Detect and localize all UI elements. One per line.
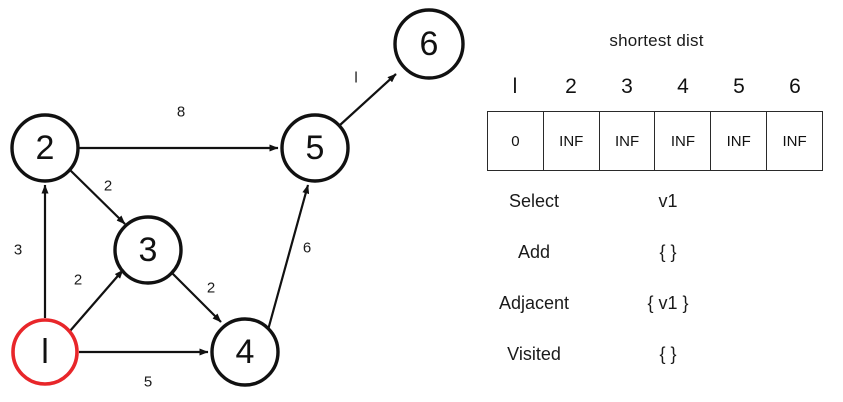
status-label: Select <box>508 191 560 211</box>
state-panel: shortest dist l 2 3 4 5 6 0 INF INF INF … <box>470 0 843 402</box>
node-circle-6[interactable] <box>393 8 465 80</box>
dist-cell: INF <box>782 132 807 150</box>
dist-cell: INF <box>544 112 600 170</box>
node-label-1: l <box>41 333 49 371</box>
edge-5-6 <box>339 73 397 126</box>
edge-weight-labels: 3 2 5 2 8 2 6 l <box>14 70 358 391</box>
graph-panel: 3 2 5 2 8 2 6 l l 2 <box>10 8 465 391</box>
node-circle-4[interactable] <box>210 317 280 387</box>
status-value: { } <box>659 242 677 262</box>
status-value: { } <box>659 344 677 364</box>
shortest-dist-title: shortest dist <box>609 31 704 50</box>
status-label: Visited <box>507 344 561 364</box>
status-value: v1 <box>658 191 678 211</box>
node-circle-3[interactable] <box>113 215 183 285</box>
dist-column-header: 2 <box>565 75 577 98</box>
status-row-visited: Visited { } <box>470 343 843 394</box>
dist-cell: INF <box>600 112 656 170</box>
shortest-dist-table: 0 INF INF INF INF INF <box>487 111 823 171</box>
node-label-3: 3 <box>139 231 158 269</box>
status-row-add: Add { } <box>470 241 843 292</box>
dist-column-header: 3 <box>621 75 633 98</box>
dist-column-header: l <box>512 75 518 98</box>
status-rows: Select v1 Add { } Adjacent { v1 } Visite… <box>470 190 843 394</box>
edge-4-5 <box>266 184 310 331</box>
node-label-6: 6 <box>420 25 439 63</box>
graph-node-6[interactable]: 6 <box>393 8 465 80</box>
node-label-2: 2 <box>36 129 55 167</box>
edge-3-4 <box>171 272 222 323</box>
status-row-adjacent: Adjacent { v1 } <box>470 292 843 343</box>
edge-weight-2-5: 8 <box>177 104 185 121</box>
graph-node-4[interactable]: 4 <box>210 317 280 387</box>
dist-cell: 0 <box>488 112 544 170</box>
edge-weight-1-4: 5 <box>144 374 152 391</box>
edge-weight-4-5: 6 <box>303 240 311 257</box>
status-label: Adjacent <box>498 293 570 313</box>
graph-diagram: 3 2 5 2 8 2 6 l l 2 <box>10 8 465 391</box>
edge-weight-5-6: l <box>354 70 357 87</box>
dist-cell: INF <box>711 112 768 170</box>
node-circle-2[interactable] <box>10 113 80 183</box>
edge-weight-2-3: 2 <box>104 178 112 195</box>
edge-weight-1-3: 2 <box>74 272 82 289</box>
dist-column-header: 4 <box>677 75 689 98</box>
dist-column-headers: l 2 3 4 5 6 <box>487 74 823 100</box>
graph-node-5[interactable]: 5 <box>280 113 350 183</box>
node-label-5: 5 <box>306 129 325 167</box>
node-circle-5[interactable] <box>280 113 350 183</box>
status-value: { v1 } <box>647 293 689 313</box>
graph-node-2[interactable]: 2 <box>10 113 80 183</box>
graph-nodes: l 2 3 4 5 <box>10 8 465 387</box>
dist-column-header: 6 <box>789 75 801 98</box>
node-label-4: 4 <box>236 333 255 371</box>
graph-node-3[interactable]: 3 <box>113 215 183 285</box>
edge-weight-3-4: 2 <box>207 280 215 297</box>
node-circle-1[interactable] <box>11 318 79 386</box>
graph-node-1[interactable]: l <box>11 318 79 386</box>
status-row-select: Select v1 <box>470 190 843 241</box>
dist-cell: INF <box>655 112 712 170</box>
dist-column-header: 5 <box>733 75 745 98</box>
edge-1-3 <box>69 269 124 332</box>
edge-weight-1-2: 3 <box>14 242 22 259</box>
graph-edges <box>41 73 397 356</box>
edge-2-3 <box>69 169 126 225</box>
status-label: Add <box>517 242 551 262</box>
